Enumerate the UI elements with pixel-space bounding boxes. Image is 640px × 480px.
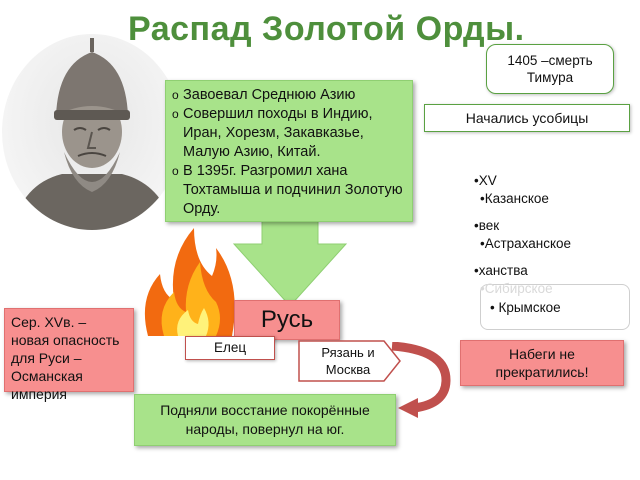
fire-image: [138, 218, 240, 336]
strife-box: Начались усобицы: [424, 104, 630, 132]
rus-box: Русь: [234, 300, 340, 340]
slide-title: Распад Золотой Орды.: [128, 10, 525, 48]
list-item: Совершил походы в Индию, Иран, Хорезм, З…: [172, 105, 408, 162]
ottoman-threat-box: Сер. XVв. – новая опасность для Руси – О…: [4, 308, 134, 402]
list-item: •ханства: [474, 263, 528, 278]
conquests-box: Завоевал Среднюю Азию Совершил походы в …: [165, 80, 413, 222]
khanates-list: •XV •Казанское •век •Астраханское •ханст…: [474, 172, 624, 298]
uprising-box: Подняли восстание покорённые народы, пов…: [134, 394, 396, 446]
timur-bust-icon: [12, 38, 174, 230]
list-item: •Астраханское: [480, 236, 572, 251]
down-arrow-shape: [232, 218, 348, 307]
raids-box: Набеги не прекратились!: [460, 340, 624, 386]
crimean-khanate-frame: [480, 284, 630, 330]
yelets-box: Елец: [185, 336, 275, 360]
flame-icon: [138, 218, 240, 336]
list-item: Завоевал Среднюю Азию: [172, 86, 408, 105]
ryazan-moscow-arrow-shape: [298, 340, 401, 382]
list-item: •Сибирское: [480, 281, 553, 296]
death-of-timur-box: 1405 –смерть Тимура: [486, 44, 614, 94]
conquests-list: Завоевал Среднюю Азию Совершил походы в …: [172, 86, 408, 219]
list-item: •век: [474, 218, 500, 233]
list-item: •Казанское: [480, 191, 549, 206]
list-item: В 1395г. Разгромил хана Тохтамыша и подч…: [172, 162, 408, 219]
list-item: • Крымское: [490, 300, 561, 315]
curved-arrow-icon: [391, 342, 451, 418]
ryazan-moscow-label: Рязань и Москва: [321, 345, 375, 377]
portrait-image: [2, 34, 182, 230]
list-item: •XV: [474, 173, 497, 188]
